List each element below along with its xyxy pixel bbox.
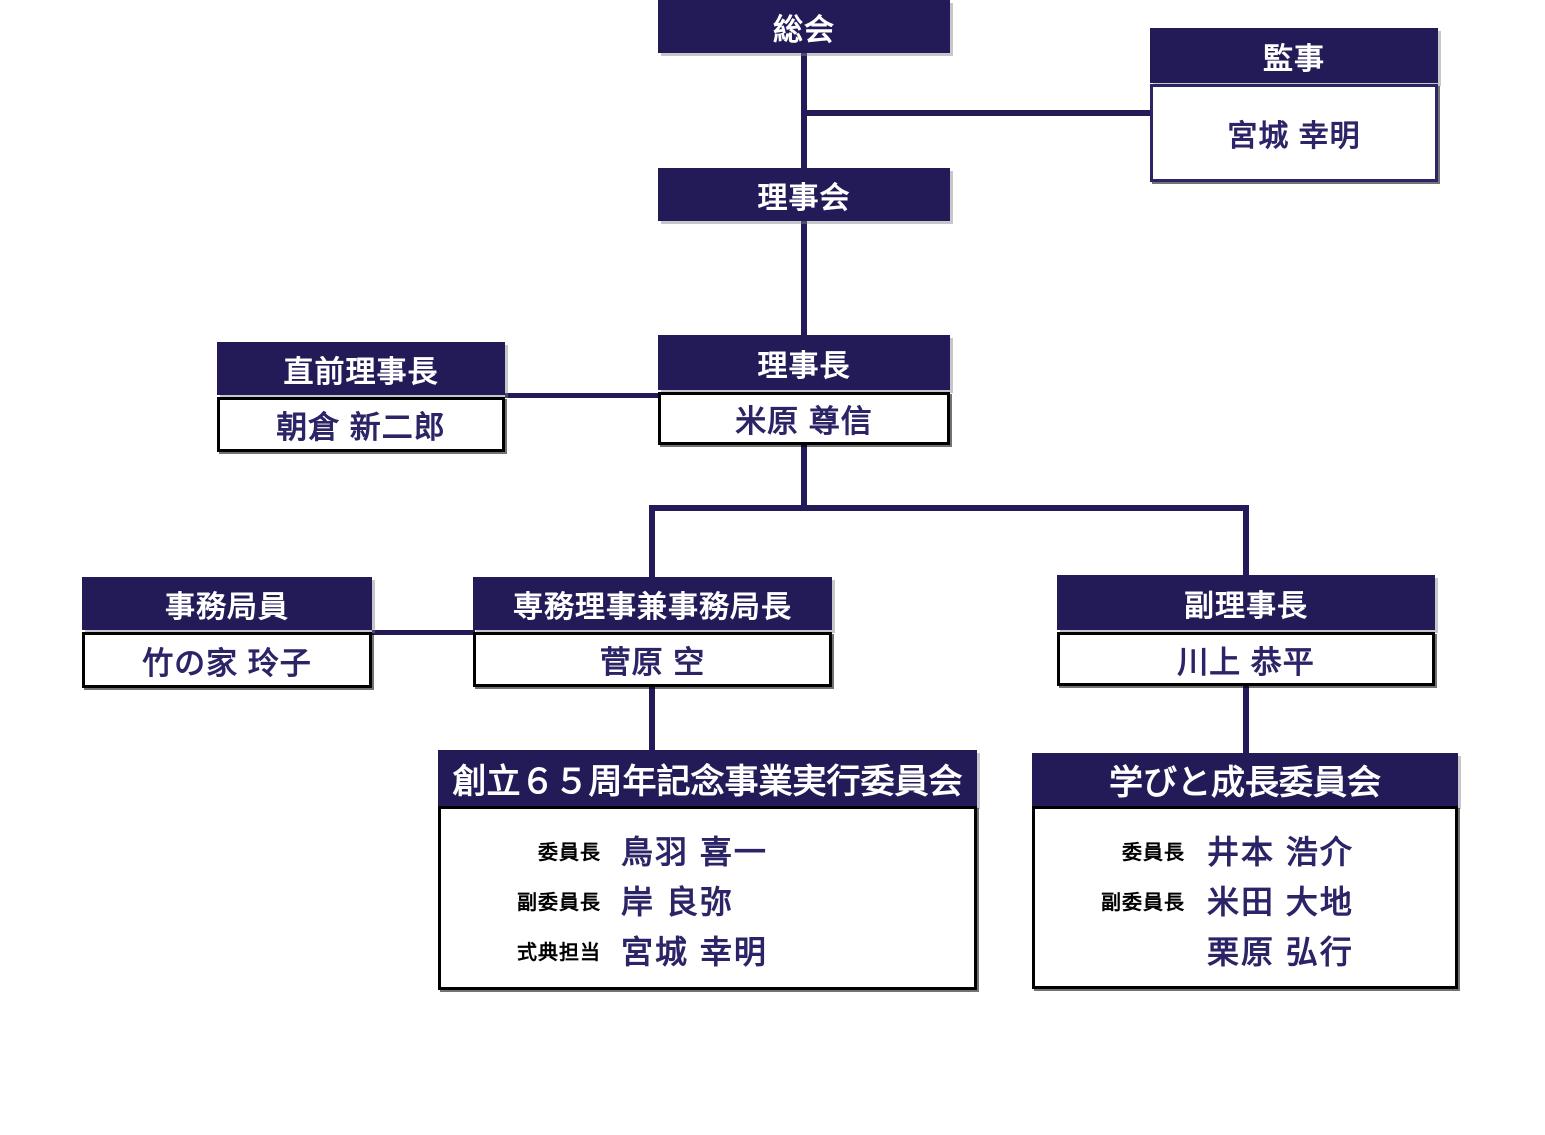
committee-65th-member-row: 式典担当 宮城 幸明: [441, 925, 974, 975]
node-vice-president-title: 副理事長: [1184, 589, 1308, 623]
node-committee-learning-title: 学びと成長委員会: [1109, 764, 1381, 802]
node-president-name: 米原 尊信: [735, 404, 873, 439]
node-president-name-box: 米原 尊信: [658, 392, 950, 445]
node-managing-director-title: 専務理事兼事務局長: [513, 590, 792, 624]
committee-65th-member-row: 副委員長 岸 良弥: [441, 875, 974, 925]
committee-learning-member-row: 委員長 井本 浩介: [1035, 825, 1455, 875]
connector-branch-horizontal: [649, 505, 1249, 511]
node-board: 理事会: [658, 168, 950, 221]
member-role: 委員長: [1122, 841, 1185, 864]
node-general-meeting-title: 総会: [773, 13, 835, 47]
node-vice-president-header: 副理事長: [1057, 575, 1435, 630]
connector-jimukyoku-senmu: [372, 630, 475, 635]
committee-learning-member-row: 副委員長 米田 大地: [1035, 875, 1455, 925]
node-vice-president-name: 川上 恭平: [1177, 644, 1315, 680]
node-auditor-name-box: 宮城 幸明: [1150, 84, 1438, 182]
connector-rijikai-rijicho: [801, 221, 807, 337]
node-previous-president-name: 朝倉 新二郎: [276, 410, 446, 445]
node-previous-president-title: 直前理事長: [283, 355, 439, 389]
node-secretariat-staff-header: 事務局員: [82, 577, 372, 630]
committee-65th-member-row: 委員長 鳥羽 喜一: [441, 825, 974, 875]
node-previous-president-name-box: 朝倉 新二郎: [217, 397, 505, 452]
node-general-meeting: 総会: [658, 0, 950, 53]
node-auditor-header: 監事: [1150, 28, 1438, 83]
node-committee-learning-body: 委員長 井本 浩介 副委員長 米田 大地 栗原 弘行: [1032, 806, 1458, 989]
node-president-header: 理事長: [658, 335, 950, 390]
member-role: 式典担当: [517, 941, 601, 964]
member-name: 米田 大地: [1207, 884, 1354, 920]
node-secretariat-staff-name: 竹の家 玲子: [142, 645, 312, 681]
node-auditor-name: 宮城 幸明: [1227, 120, 1361, 153]
member-name: 宮城 幸明: [621, 934, 768, 970]
connector-fukurijicho-learning: [1243, 684, 1249, 756]
member-name: 鳥羽 喜一: [621, 834, 768, 870]
node-auditor-title: 監事: [1263, 42, 1325, 76]
node-managing-director-header: 専務理事兼事務局長: [473, 577, 832, 630]
node-committee-65th-title: 創立６５周年記念事業実行委員会: [452, 762, 963, 801]
node-committee-learning-header: 学びと成長委員会: [1032, 753, 1458, 806]
connector-soukai-kanji: [801, 110, 1153, 116]
member-role: 副委員長: [517, 891, 601, 914]
node-secretariat-staff-name-box: 竹の家 玲子: [82, 632, 372, 688]
connector-chokuzen-rijicho: [505, 393, 660, 398]
member-role: 委員長: [538, 841, 601, 864]
node-managing-director-name-box: 菅原 空: [473, 632, 832, 687]
committee-learning-member-row: 栗原 弘行: [1035, 925, 1455, 975]
node-committee-65th-body: 委員長 鳥羽 喜一 副委員長 岸 良弥 式典担当 宮城 幸明: [438, 806, 977, 990]
connector-branch-senmu: [649, 505, 655, 579]
member-role: 副委員長: [1101, 891, 1185, 914]
node-vice-president-name-box: 川上 恭平: [1057, 632, 1435, 686]
node-president-title: 理事長: [757, 349, 851, 383]
node-secretariat-staff-title: 事務局員: [165, 590, 289, 624]
member-name: 岸 良弥: [621, 884, 734, 920]
connector-rijicho-branch: [801, 445, 807, 507]
member-name: 井本 浩介: [1207, 834, 1354, 870]
node-committee-65th-header: 創立６５周年記念事業実行委員会: [438, 750, 977, 806]
node-managing-director-name: 菅原 空: [599, 645, 706, 680]
node-board-title: 理事会: [757, 181, 851, 215]
connector-senmu-committee65: [649, 685, 655, 753]
member-name: 栗原 弘行: [1207, 934, 1354, 970]
connector-branch-fukurijicho: [1243, 505, 1249, 579]
node-previous-president-header: 直前理事長: [217, 342, 505, 395]
